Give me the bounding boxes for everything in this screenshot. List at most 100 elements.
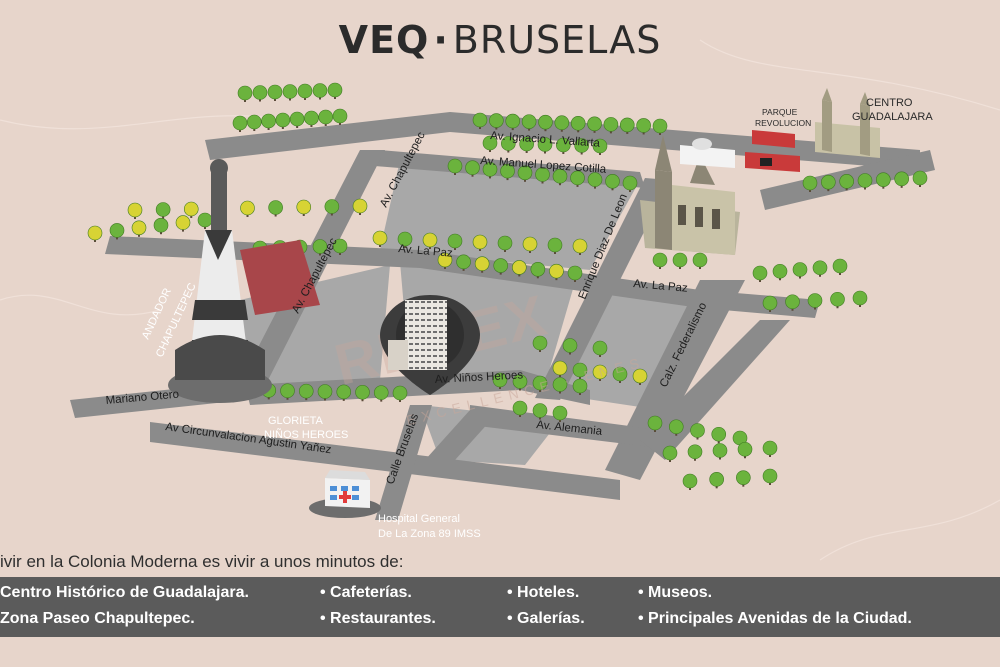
tree-crown bbox=[497, 235, 513, 251]
tree-crown bbox=[267, 84, 283, 100]
tagline: ivir en la Colonia Moderna es vivir a un… bbox=[0, 552, 404, 571]
tree-crown bbox=[538, 114, 553, 130]
feature-museos: • Museos. bbox=[638, 584, 713, 601]
tree-crown bbox=[605, 174, 620, 189]
tree-crown bbox=[392, 385, 408, 401]
tree-crown bbox=[447, 158, 463, 174]
feature-hoteles: • Hoteles. bbox=[507, 584, 580, 601]
tree-crown bbox=[652, 118, 668, 134]
road-calle-bruselas bbox=[375, 405, 432, 520]
tree-crown bbox=[268, 200, 283, 215]
tree-crown bbox=[737, 441, 753, 457]
tree-crown bbox=[672, 252, 688, 268]
road-alemania bbox=[470, 405, 660, 448]
tree-crown bbox=[197, 212, 213, 228]
tree-crown bbox=[297, 83, 313, 99]
title-separator: · bbox=[433, 18, 449, 62]
tree-crown bbox=[517, 165, 533, 181]
tree-crown bbox=[807, 293, 823, 308]
tree-crown bbox=[492, 372, 508, 388]
tree-crown bbox=[832, 258, 848, 274]
tree-crown bbox=[240, 200, 255, 216]
project-location-pin[interactable] bbox=[380, 295, 480, 395]
tree-crown bbox=[711, 426, 727, 442]
tree-crown bbox=[876, 172, 891, 187]
tree-crown bbox=[570, 115, 586, 131]
tree-crown bbox=[785, 294, 800, 310]
tree-crown bbox=[532, 403, 548, 418]
road-circunvalacion bbox=[150, 422, 620, 500]
tree-crown bbox=[532, 335, 548, 351]
tree-crown bbox=[662, 445, 678, 461]
label-hospital-2: De La Zona 89 IMSS bbox=[378, 528, 481, 540]
tree-crown bbox=[592, 340, 608, 356]
tree-crown bbox=[489, 113, 504, 128]
tree-crown bbox=[567, 265, 583, 281]
tree-crown bbox=[109, 223, 125, 238]
tree-crown bbox=[574, 138, 589, 153]
tree-crown bbox=[519, 136, 534, 152]
tree-crown bbox=[587, 116, 602, 132]
tree-crown bbox=[397, 231, 413, 247]
label-hospital-1: Hospital General bbox=[378, 513, 460, 525]
feature-zona-chapultepec: Zona Paseo Chapultepec. bbox=[0, 610, 195, 627]
label-centro-2: GUADALAJARA bbox=[852, 111, 933, 123]
tree-crown bbox=[572, 238, 588, 254]
features-band: Centro Histórico de Guadalajara. • Cafet… bbox=[0, 577, 1000, 637]
tree-crown bbox=[422, 232, 438, 248]
tree-crown bbox=[232, 115, 248, 131]
label-la-paz-left: Av. La Paz bbox=[398, 243, 454, 260]
label-parque-1: PARQUE bbox=[762, 107, 798, 117]
tree-crown bbox=[647, 415, 663, 431]
tree-crown bbox=[282, 84, 298, 99]
tree-crown bbox=[289, 111, 305, 127]
tree-crown bbox=[87, 225, 103, 241]
tree-crown bbox=[562, 338, 578, 353]
tree-crown bbox=[304, 110, 319, 126]
tree-crown bbox=[652, 252, 668, 268]
tree-crown bbox=[352, 198, 368, 214]
tree-crown bbox=[839, 174, 854, 189]
glorieta-monument bbox=[168, 159, 272, 403]
tree-crown bbox=[821, 174, 836, 190]
tree-crown bbox=[324, 199, 340, 214]
tree-crown bbox=[336, 384, 352, 400]
tree-crown bbox=[762, 440, 778, 456]
tree-crown bbox=[252, 85, 268, 100]
tree-crown bbox=[682, 473, 698, 489]
tree-crown bbox=[155, 202, 171, 217]
tree-crown bbox=[318, 109, 334, 125]
tree-crown bbox=[474, 256, 490, 272]
tree-crown bbox=[493, 258, 509, 273]
tree-crown bbox=[511, 260, 527, 275]
road-diagonal-lower bbox=[425, 410, 500, 460]
tree-crown bbox=[552, 168, 568, 184]
tree-crown bbox=[830, 291, 845, 307]
tree-crown bbox=[570, 170, 585, 186]
feature-avenidas: • Principales Avenidas de la Ciudad. bbox=[638, 610, 912, 627]
tree-crown bbox=[752, 265, 768, 281]
tree-crown bbox=[521, 114, 537, 129]
tree-crown bbox=[532, 375, 548, 391]
tree-crown bbox=[792, 262, 808, 277]
tree-crown bbox=[280, 383, 295, 399]
parque-revolucion bbox=[745, 130, 800, 172]
tree-crown bbox=[572, 362, 588, 378]
tree-crown bbox=[312, 239, 328, 254]
tree-crown bbox=[712, 443, 728, 458]
tree-crown bbox=[632, 368, 648, 384]
tree-crown bbox=[472, 112, 488, 128]
hospital-building bbox=[309, 470, 381, 518]
tree-crown bbox=[690, 423, 705, 438]
tree-crown bbox=[482, 162, 498, 177]
tree-crown bbox=[762, 468, 778, 484]
label-centro-1: CENTRO bbox=[866, 97, 913, 109]
tree-crown bbox=[668, 419, 684, 435]
tree-crown bbox=[355, 384, 370, 400]
tree-crown bbox=[372, 230, 388, 246]
feature-cafeterias: • Cafeterías. bbox=[320, 584, 412, 601]
label-glorieta-2: NIÑOS HEROES bbox=[264, 428, 348, 441]
church-building bbox=[640, 135, 740, 255]
tree-crown bbox=[317, 384, 333, 399]
theater-building bbox=[680, 138, 735, 168]
